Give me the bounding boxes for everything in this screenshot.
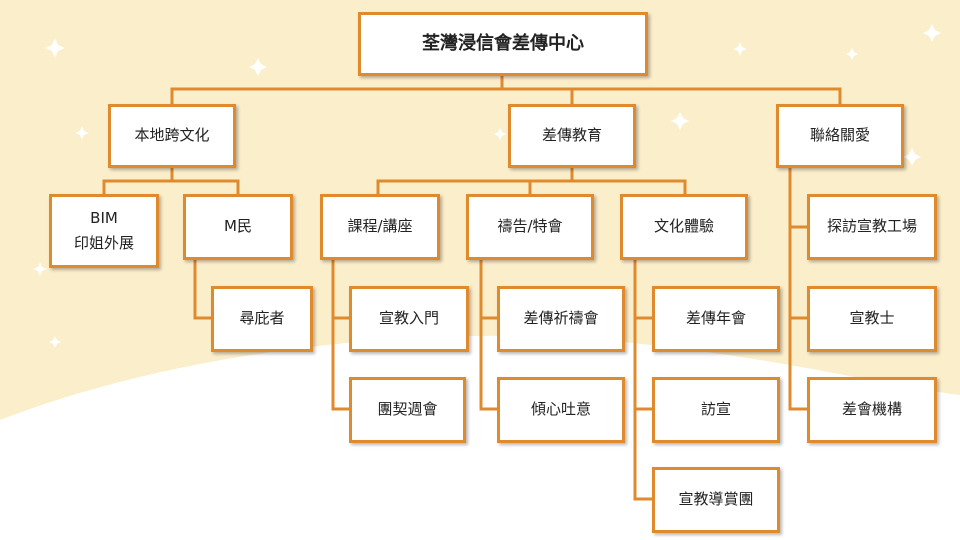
root-node: 荃灣浸信會差傳中心 <box>358 12 648 76</box>
node-mission-education: 差傳教育 <box>508 104 636 168</box>
node-label: 課程/講座 <box>347 217 413 236</box>
node-label: 宣教士 <box>849 309 895 328</box>
node-label: 差傳教育 <box>541 126 602 145</box>
node-prayer-meeting: 差傳祈禱會 <box>497 286 625 352</box>
sparkle-icon <box>923 24 941 42</box>
node-label: 團契週會 <box>377 400 438 419</box>
node-missionary: 宣教士 <box>807 286 937 352</box>
node-label: 文化體驗 <box>653 217 714 236</box>
node-label: 訪宣 <box>700 400 731 419</box>
sparkle-icon <box>671 112 689 130</box>
node-local-cross-culture: 本地跨文化 <box>108 104 236 168</box>
node-fellowship-week: 團契週會 <box>349 377 466 443</box>
root-label: 荃灣浸信會差傳中心 <box>422 32 584 54</box>
sparkle-icon <box>75 126 89 140</box>
node-mission-tour: 宣教導賞團 <box>652 467 780 533</box>
node-label: 傾心吐意 <box>530 400 591 419</box>
sparkle-icon <box>903 148 921 166</box>
node-heart-talk: 傾心吐意 <box>497 377 625 443</box>
node-care: 聯絡關愛 <box>776 104 904 168</box>
node-label: 尋庇者 <box>239 309 285 328</box>
node-label: 宣教入門 <box>378 309 439 328</box>
node-label: 差傳年會 <box>685 309 746 328</box>
node-prayer: 禱告/特會 <box>466 194 594 260</box>
sparkle-icon <box>846 48 858 60</box>
node-annual-conference: 差傳年會 <box>652 286 780 352</box>
node-label: 探訪宣教工場 <box>826 217 917 236</box>
node-visit-field: 探訪宣教工場 <box>807 194 937 260</box>
node-label-line2: 印姐外展 <box>73 234 134 252</box>
node-seeker: 尋庇者 <box>211 286 313 352</box>
node-label-line1: BIM <box>90 208 118 227</box>
node-mission-visit: 訪宣 <box>652 377 780 443</box>
node-culture: 文化體驗 <box>620 194 748 260</box>
node-label: 宣教導賞團 <box>678 490 754 509</box>
sparkle-icon <box>49 336 61 348</box>
node-bim: BIM 印姐外展 <box>49 194 159 268</box>
sparkle-icon <box>45 38 65 58</box>
node-label: 禱告/特會 <box>497 217 563 236</box>
node-label: 差會機構 <box>841 400 902 419</box>
node-m: M民 <box>183 194 293 260</box>
sparkle-icon <box>494 128 506 140</box>
node-courses: 課程/講座 <box>320 194 440 260</box>
sparkle-icon <box>733 42 747 56</box>
node-intro: 宣教入門 <box>349 286 469 352</box>
node-label: 差傳祈禱會 <box>523 309 599 328</box>
node-mission-agency: 差會機構 <box>807 377 937 443</box>
sparkle-icon <box>33 262 47 276</box>
sparkle-icon <box>249 58 267 76</box>
node-label: 聯絡關愛 <box>809 126 870 145</box>
node-label: M民 <box>224 217 252 236</box>
node-label: 本地跨文化 <box>134 126 210 145</box>
